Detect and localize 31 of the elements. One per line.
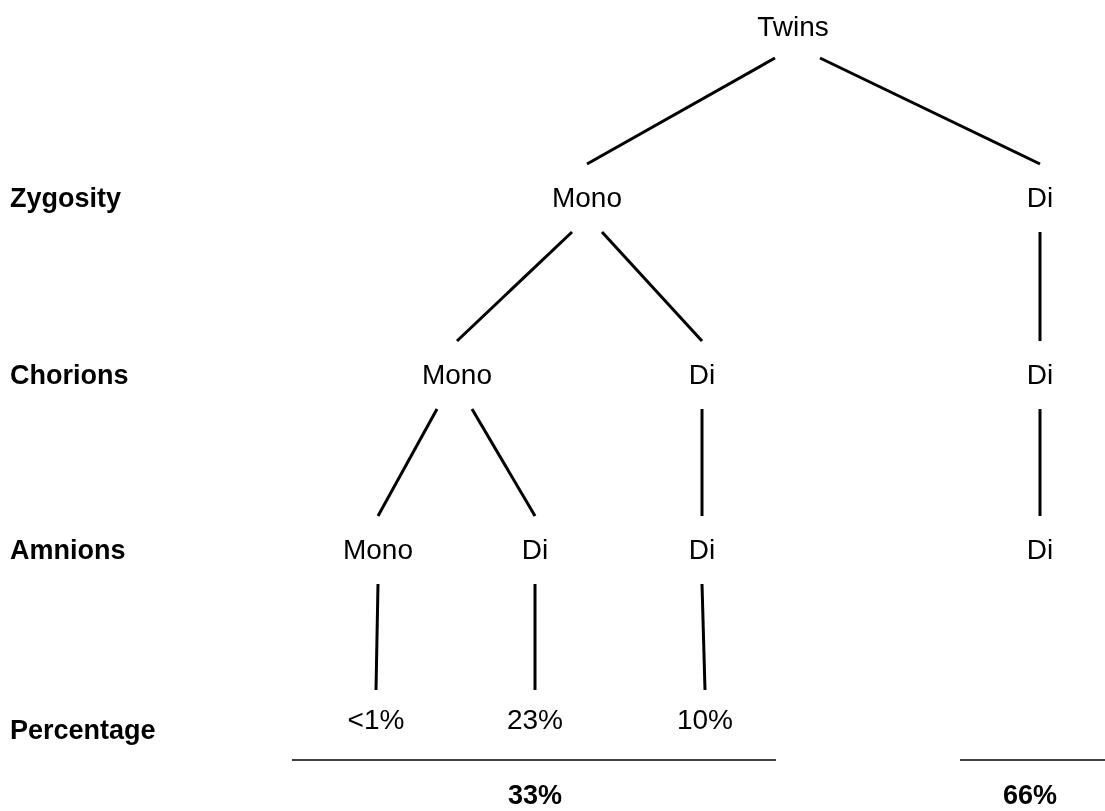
- node-label: Di: [1026, 182, 1054, 214]
- percentage-value: 10%: [676, 704, 733, 736]
- connector-line: [600, 231, 704, 342]
- connector-line: [470, 408, 537, 517]
- row-label: Percentage: [10, 714, 156, 746]
- node-label: Mono: [421, 359, 492, 391]
- row-label: Amnions: [10, 534, 126, 566]
- connector-line: [1038, 409, 1042, 516]
- node-label: Di: [688, 534, 716, 566]
- connector-line: [700, 583, 707, 691]
- node-label: Twins: [757, 11, 829, 43]
- connector-line: [700, 409, 704, 516]
- node-label: Mono: [551, 182, 622, 214]
- node-label: Di: [521, 534, 549, 566]
- row-label: Chorions: [10, 359, 129, 391]
- connector-line: [455, 230, 574, 343]
- connector-line: [376, 408, 439, 517]
- row-label: Zygosity: [10, 182, 122, 214]
- node-label: Mono: [342, 534, 413, 566]
- connector-line: [819, 56, 1041, 166]
- total-percentage: 66%: [1003, 779, 1057, 811]
- connector-line: [533, 584, 537, 690]
- connector-line: [1038, 232, 1042, 341]
- percentage-value: <1%: [347, 704, 405, 736]
- connector-line: [586, 56, 776, 166]
- node-label: Di: [1026, 534, 1054, 566]
- node-label: Di: [1026, 359, 1054, 391]
- node-label: Di: [688, 359, 716, 391]
- total-percentage: 33%: [508, 779, 562, 811]
- percentage-value: 23%: [506, 704, 563, 736]
- connector-line: [374, 583, 380, 691]
